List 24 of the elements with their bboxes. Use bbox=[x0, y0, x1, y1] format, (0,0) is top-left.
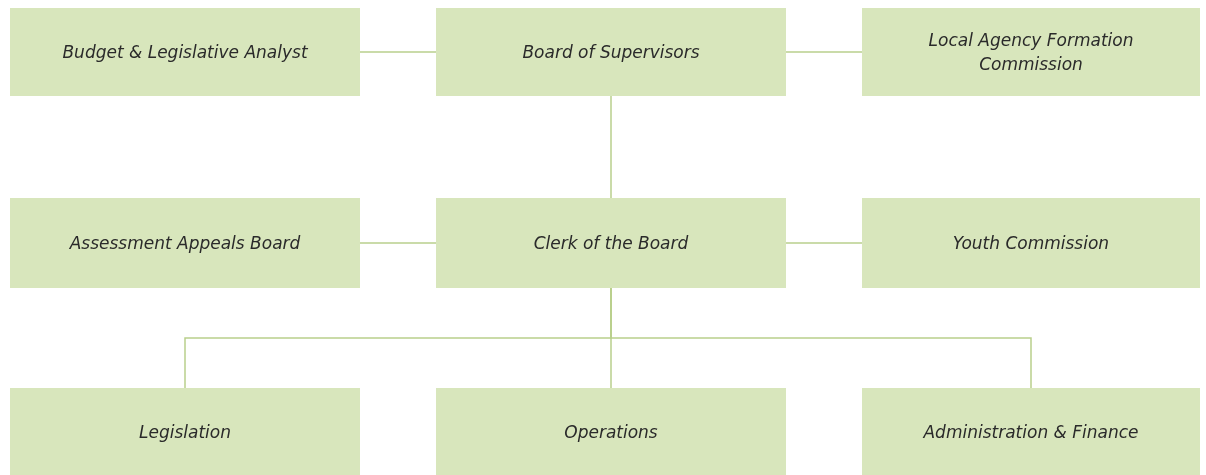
unit-name: Budget & Legislative Analyst bbox=[62, 41, 308, 64]
org-unit-box bbox=[436, 388, 786, 475]
connector-line bbox=[610, 287, 1032, 389]
unit-name: Administration & Finance bbox=[923, 420, 1139, 444]
unit-name: Board of Supervisors bbox=[522, 41, 700, 64]
org-unit-box bbox=[10, 198, 360, 288]
connector-line bbox=[785, 51, 863, 53]
org-unit-box bbox=[10, 388, 360, 475]
unit-name: Legislation bbox=[139, 420, 231, 444]
org-unit-box bbox=[862, 8, 1200, 96]
unit-name: Clerk of the Board bbox=[533, 232, 689, 255]
org-unit-box bbox=[436, 8, 786, 96]
unit-name: Assessment Appeals Board bbox=[69, 232, 301, 255]
org-unit-box bbox=[436, 198, 786, 288]
unit-name: Youth Commission bbox=[952, 232, 1110, 255]
unit-name: Local Agency Formation Commission bbox=[927, 29, 1135, 76]
org-unit-box bbox=[862, 388, 1200, 475]
connector-line bbox=[359, 51, 437, 53]
unit-name: Operations bbox=[564, 420, 658, 444]
connector-line bbox=[359, 242, 437, 244]
org-unit-box bbox=[10, 8, 360, 96]
org-unit-box bbox=[862, 198, 1200, 288]
connector-line bbox=[785, 242, 863, 244]
connector-line bbox=[610, 95, 612, 199]
